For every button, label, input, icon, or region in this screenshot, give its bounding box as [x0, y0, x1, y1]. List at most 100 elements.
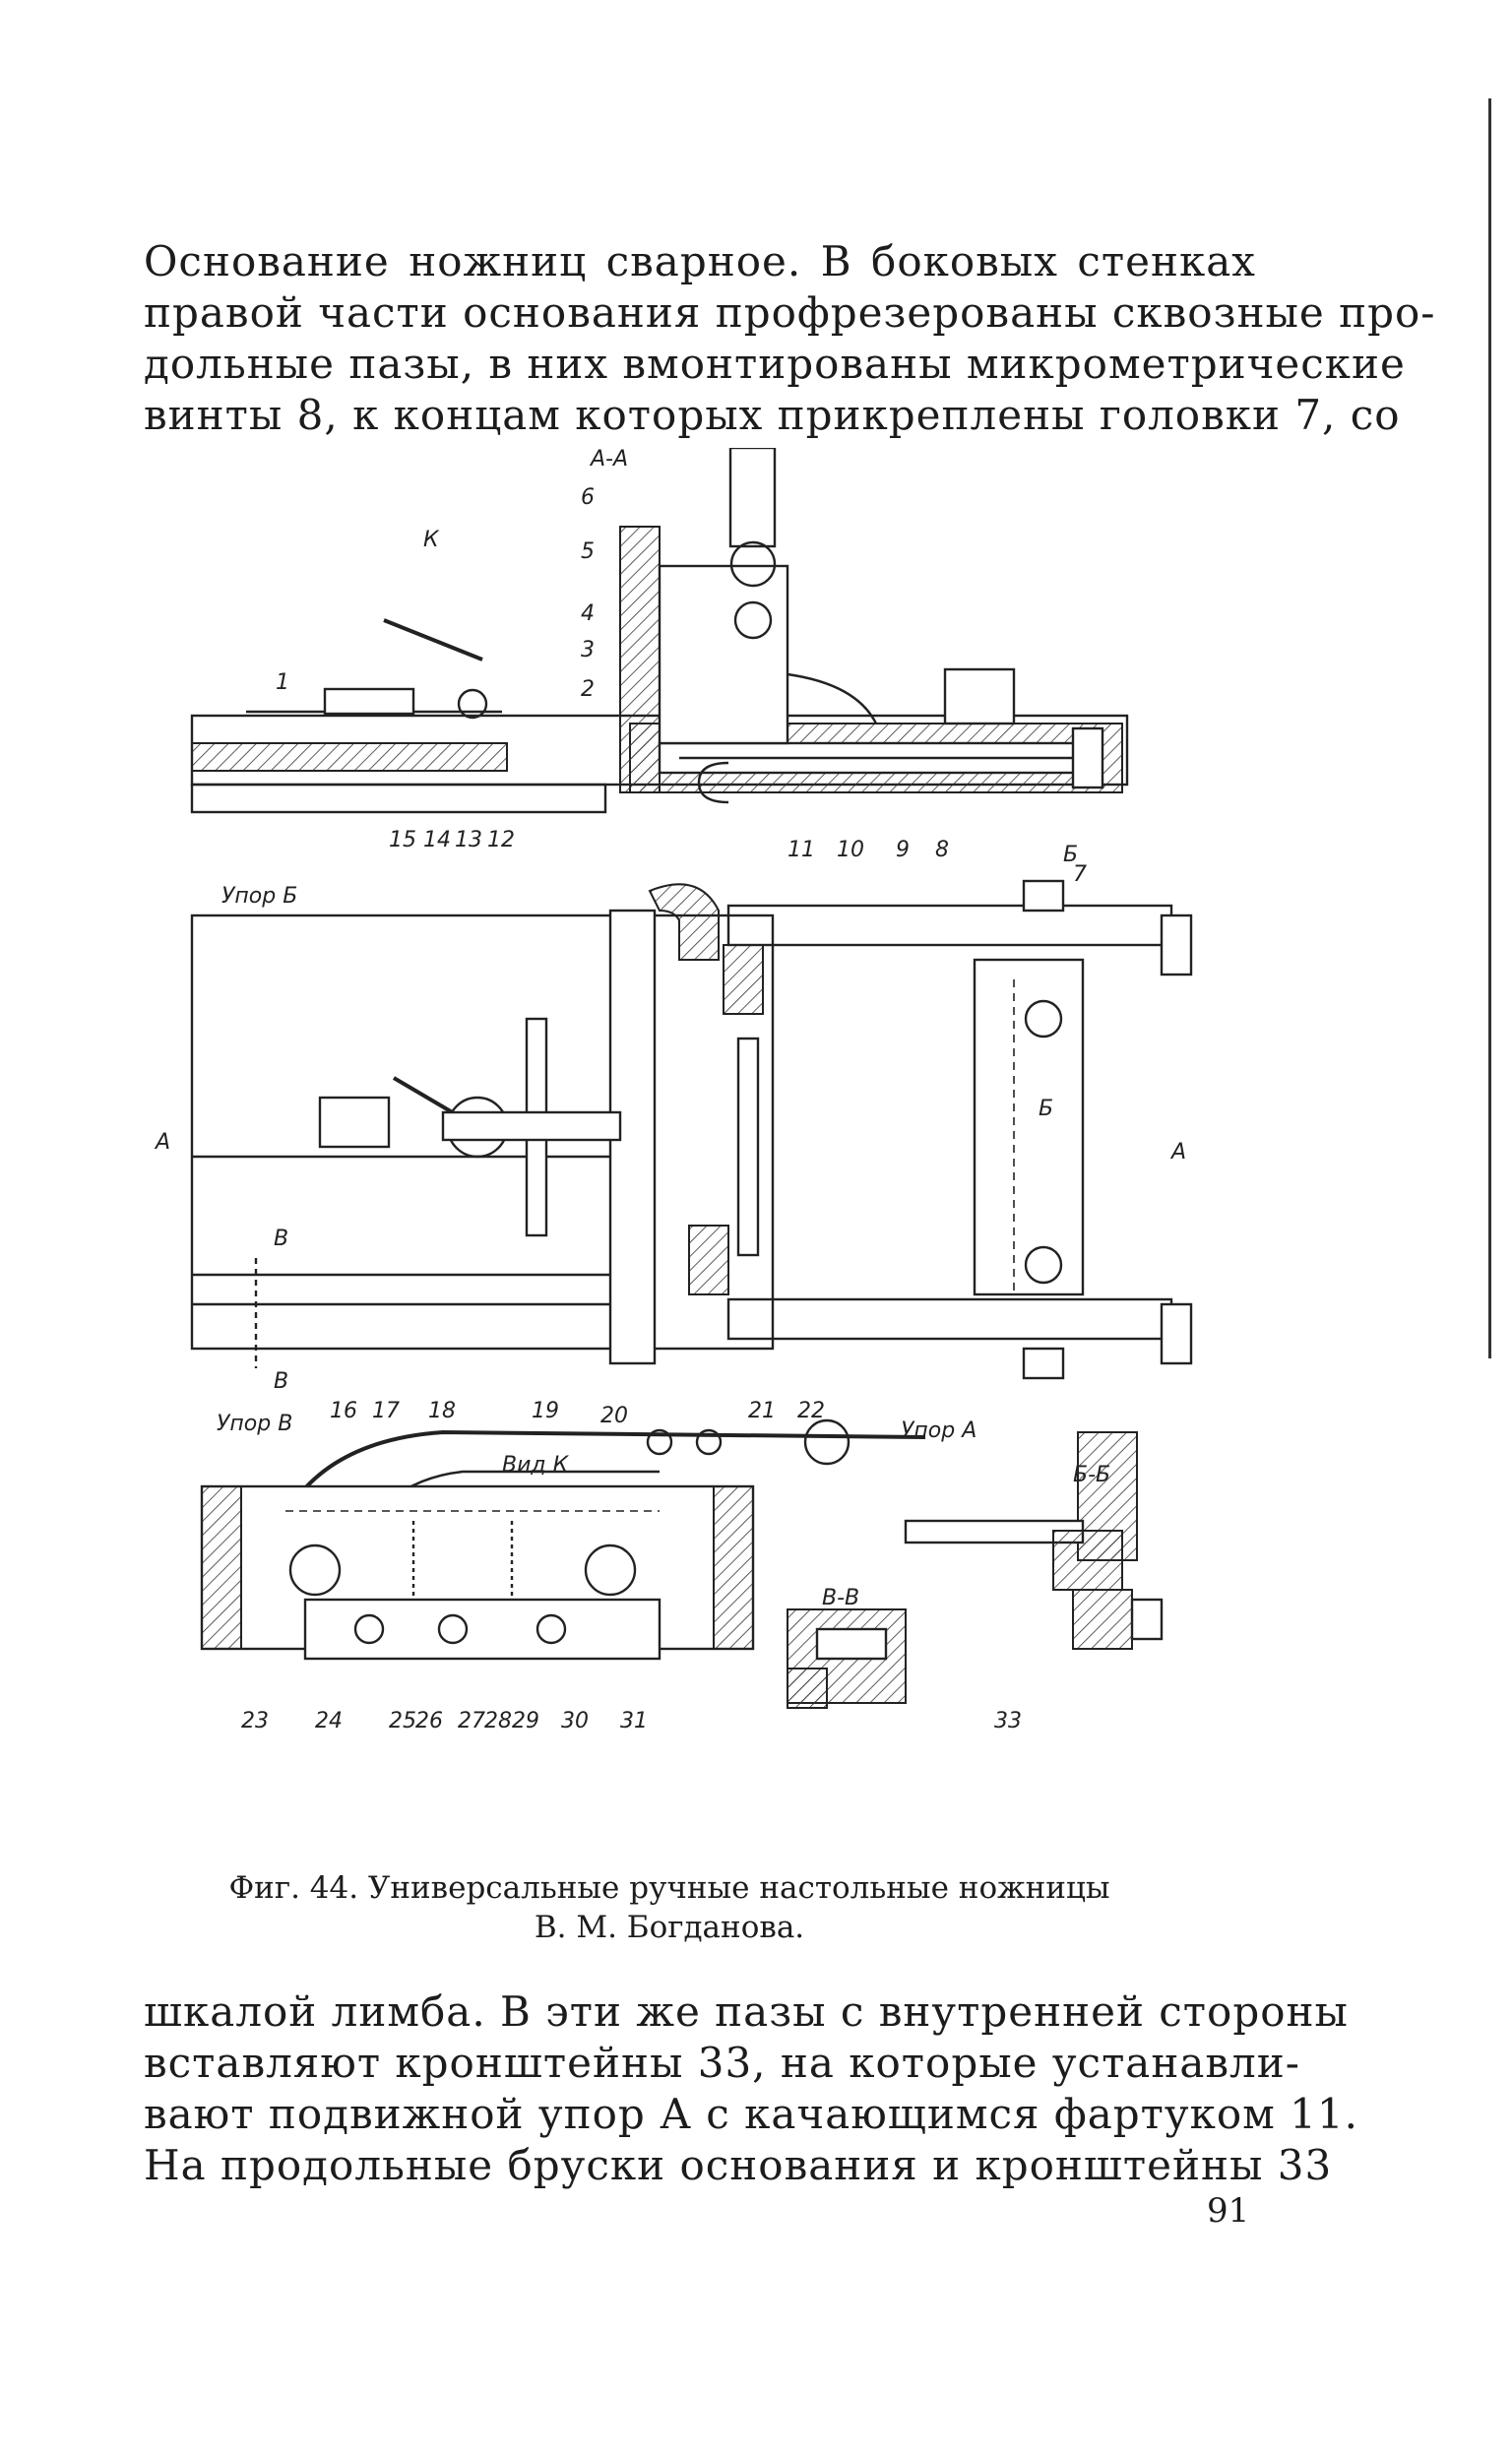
label-mark-v-top: В — [274, 1227, 288, 1251]
label-20: 20 — [600, 1404, 628, 1428]
label-7: 7 — [1073, 862, 1087, 887]
bottom-paragraph: шкалой лимба. В эти же пазы с внутренней… — [144, 1986, 1358, 2191]
label-upor-v: Упор В — [217, 1412, 292, 1436]
label-22: 22 — [797, 1399, 825, 1423]
side-view — [190, 446, 1129, 814]
bb-lower-block — [1072, 1589, 1133, 1650]
text-line: дольные пазы, в них вмонтированы микроме… — [144, 340, 1406, 388]
label-upor-a: Упор А — [901, 1418, 976, 1443]
label-24: 24 — [315, 1709, 343, 1733]
label-15: 15 — [389, 828, 416, 852]
view-k-screw — [536, 1613, 567, 1645]
text-line: вают подвижной упор А с качающимся фарту… — [144, 2090, 1358, 2138]
label-mark-b-top: Б — [1063, 843, 1078, 867]
lever-top — [728, 446, 777, 548]
label-4: 4 — [581, 601, 595, 626]
text-line: винты 8, к концам которых прикреплены го… — [144, 391, 1401, 439]
upper-knife-body — [658, 564, 789, 745]
view-k-screw — [353, 1613, 385, 1645]
text-line: На продольные бруски основания и кронште… — [144, 2141, 1333, 2189]
view-k — [200, 1418, 926, 1661]
figure-caption: Фиг. 44. Универсальные ручные настольные… — [158, 1868, 1181, 1947]
top-knob — [1022, 879, 1065, 913]
label-21: 21 — [748, 1399, 776, 1423]
section-vv — [787, 1608, 907, 1709]
bottom-knob — [1022, 1347, 1065, 1380]
pivot-circle — [729, 540, 777, 588]
label-26: 26 — [415, 1709, 443, 1733]
handle-bolt — [646, 1428, 673, 1456]
right-knob — [1071, 726, 1104, 789]
label-2: 2 — [581, 677, 595, 702]
label-vid-k: Вид К — [502, 1453, 570, 1478]
label-18: 18 — [428, 1399, 456, 1423]
label-16: 16 — [330, 1399, 357, 1423]
label-arrow-k: К — [423, 528, 440, 552]
label-28: 28 — [484, 1709, 512, 1733]
handle-bolt — [695, 1428, 723, 1456]
label-14: 14 — [423, 828, 451, 852]
view-k-right-wall — [713, 1485, 754, 1650]
label-17: 17 — [372, 1399, 400, 1423]
label-29: 29 — [512, 1709, 539, 1733]
label-mark-b-mid: Б — [1039, 1097, 1053, 1121]
upper-guide-bar — [726, 904, 1173, 947]
label-25: 25 — [389, 1709, 416, 1733]
right-knob-bottom — [1160, 1302, 1193, 1365]
plan-view — [190, 879, 1193, 1380]
label-mark-a-right: А — [1169, 1140, 1186, 1165]
label-10: 10 — [837, 838, 864, 862]
stop-a-apron — [973, 958, 1085, 1296]
hook-top — [648, 883, 720, 961]
section-bb — [904, 1431, 1164, 1650]
knife-curve — [787, 672, 878, 724]
label-30: 30 — [561, 1709, 589, 1733]
apron-rod — [736, 1037, 760, 1257]
bb-bracket — [1052, 1530, 1123, 1591]
label-33: 33 — [994, 1709, 1022, 1733]
label-23: 23 — [241, 1709, 269, 1733]
right-knob-top — [1160, 914, 1193, 976]
label-mark-a-left: А — [154, 1130, 170, 1155]
vv-lower — [787, 1668, 828, 1709]
right-screw-head — [943, 667, 1016, 725]
knife-holder-hatched — [619, 526, 661, 793]
label-upor-b: Упор Б — [221, 884, 297, 909]
top-paragraph: Основание ножниц сварное. В боковых стен… — [144, 236, 1436, 441]
label-section-vv: В-В — [822, 1586, 859, 1610]
drawing-svg: А-А 6 5 4 3 2 К 1 15 14 13 12 11 10 9 8 … — [154, 446, 1193, 1827]
vv-insert — [815, 1627, 888, 1661]
label-8: 8 — [935, 838, 949, 862]
label-31: 31 — [620, 1709, 648, 1733]
screw-end-arc — [697, 761, 729, 804]
view-k-bottom-block — [303, 1598, 662, 1661]
lower-guide-bar — [726, 1297, 1173, 1341]
base-hatched-section — [191, 742, 508, 772]
pivot-circle-lower — [733, 600, 773, 640]
clamp-lever — [383, 618, 483, 662]
label-mark-v-bottom: В — [274, 1369, 288, 1394]
text-line: правой части основания профрезерованы ск… — [144, 288, 1436, 337]
label-13: 13 — [455, 828, 482, 852]
apron-pivot-top — [1024, 999, 1063, 1039]
label-11: 11 — [788, 838, 815, 862]
label-5: 5 — [581, 539, 595, 564]
label-9: 9 — [896, 838, 910, 862]
label-section-bb: Б-Б — [1073, 1463, 1110, 1487]
clamp-screw — [457, 688, 488, 720]
caption-line-2: В. М. Богданова. — [534, 1910, 805, 1945]
label-3: 3 — [581, 638, 595, 662]
view-k-left-wall — [201, 1485, 242, 1650]
figure-labels: А-А 6 5 4 3 2 К 1 15 14 13 12 11 10 9 8 … — [154, 447, 1186, 1827]
page-number: 91 — [1207, 2191, 1250, 2231]
text-line: шкалой лимба. В эти же пазы с внутренней… — [144, 1987, 1349, 2036]
apron-pivot-bottom — [1024, 1245, 1063, 1285]
caption-line-1: Фиг. 44. Универсальные ручные настольные… — [228, 1870, 1110, 1906]
label-6: 6 — [581, 485, 595, 510]
view-k-screw — [437, 1613, 469, 1645]
label-27: 27 — [458, 1709, 485, 1733]
base-lower-plate — [190, 783, 607, 814]
clamp-hatched-top — [723, 944, 764, 1015]
cross-bar-horizontal — [441, 1110, 622, 1142]
label-1: 1 — [276, 670, 289, 695]
